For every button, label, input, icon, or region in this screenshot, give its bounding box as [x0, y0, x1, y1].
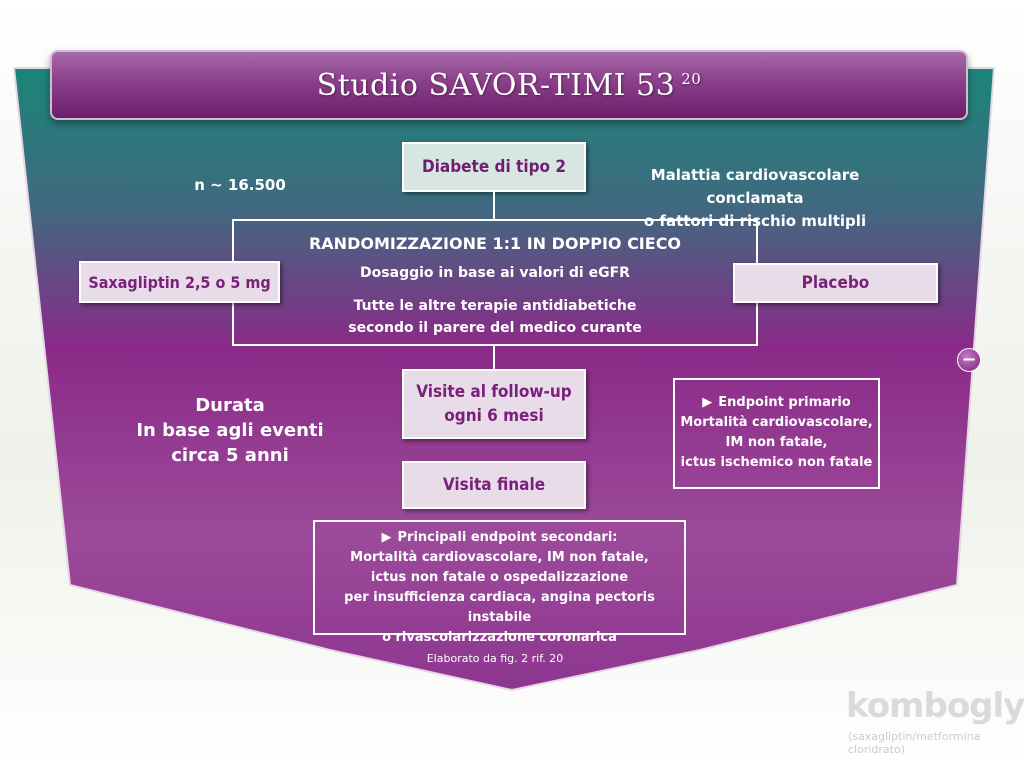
title-superscript: 20 — [681, 69, 702, 88]
secondary-line-2: ictus non fatale o ospedalizzazione — [370, 570, 629, 585]
duration-line-3: circa 5 anni — [171, 445, 289, 466]
secondary-endpoints-frame — [313, 520, 686, 635]
inclusion-criteria: Malattia cardiovascolare conclamata o fa… — [610, 164, 900, 233]
secondary-line-4: o rivascolarizzazione coronarica — [382, 630, 617, 645]
bullet-arrow-icon: ▶ — [702, 395, 713, 410]
criteria-line-2: o fattori di rischio multipli — [643, 212, 867, 230]
arm-saxagliptin-box: Saxagliptin 2,5 o 5 mg — [79, 261, 280, 303]
page-title: Studio SAVOR-TIMI 53 20 — [317, 68, 702, 103]
population-box: Diabete di tipo 2 — [402, 142, 586, 192]
primary-endpoint-frame — [673, 378, 880, 489]
therapy-line-2: secondo il parere del medico curante — [348, 320, 642, 336]
source-note: Elaborato da fig. 2 rif. 20 — [426, 652, 564, 665]
secondary-endpoints-text: ▶ Principali endpoint secondari: Mortalit… — [313, 528, 686, 648]
therapy-note: Tutte le altre terapie antidiabetiche se… — [232, 295, 758, 339]
primary-line-2: IM non fatale, — [725, 435, 828, 450]
brand-logo: komboglyze — [846, 686, 1024, 726]
duration-line-1: Durata — [195, 395, 265, 416]
title-text: Studio SAVOR-TIMI 53 — [316, 67, 676, 103]
connector-top — [493, 192, 495, 220]
therapy-line-1: Tutte le altre terapie antidiabetiche — [353, 298, 637, 314]
brand-subtitle: (saxagliptin/metformina cloridrato) — [848, 730, 981, 756]
connector-middle — [493, 346, 495, 370]
secondary-endpoints-title: ▶ Principali endpoint secondari: — [313, 528, 686, 548]
bullet-arrow-icon: ▶ — [381, 530, 392, 545]
final-visit-box: Visita finale — [402, 461, 586, 509]
criteria-line-1: Malattia cardiovascolare conclamata — [650, 166, 860, 207]
arm-placebo-box: Placebo — [733, 263, 938, 303]
primary-line-1: Mortalità cardiovascolare, — [680, 415, 873, 430]
followup-line-2: ogni 6 mesi — [444, 406, 544, 426]
secondary-line-3: per insufficienza cardiaca, angina pecto… — [344, 590, 655, 625]
secondary-line-1: Mortalità cardiovascolare, IM non fatale… — [350, 550, 649, 565]
sample-size-label: n ~ 16.500 — [194, 176, 286, 194]
primary-endpoint-text: ▶ Endpoint primario Mortalità cardiovasco… — [673, 393, 880, 473]
primary-title-label: Endpoint primario — [718, 395, 851, 410]
secondary-title-label: Principali endpoint secondari: — [397, 530, 618, 545]
followup-box: Visite al follow-up ogni 6 mesi — [402, 369, 586, 439]
randomization-title: RANDOMIZZAZIONE 1:1 IN DOPPIO CIECO — [308, 234, 682, 253]
followup-line-1: Visite al follow-up — [416, 382, 572, 402]
primary-line-3: ictus ischemico non fatale — [680, 455, 873, 470]
duration-line-2: In base agli eventi — [136, 420, 324, 441]
title-bar: Studio SAVOR-TIMI 53 20 — [50, 50, 968, 120]
minus-icon[interactable]: − — [957, 348, 981, 372]
duration-text: Durata In base agli eventi circa 5 anni — [130, 393, 330, 468]
dosing-note: Dosaggio in base ai valori di eGFR — [360, 265, 630, 281]
primary-endpoint-title: ▶ Endpoint primario — [673, 393, 880, 413]
